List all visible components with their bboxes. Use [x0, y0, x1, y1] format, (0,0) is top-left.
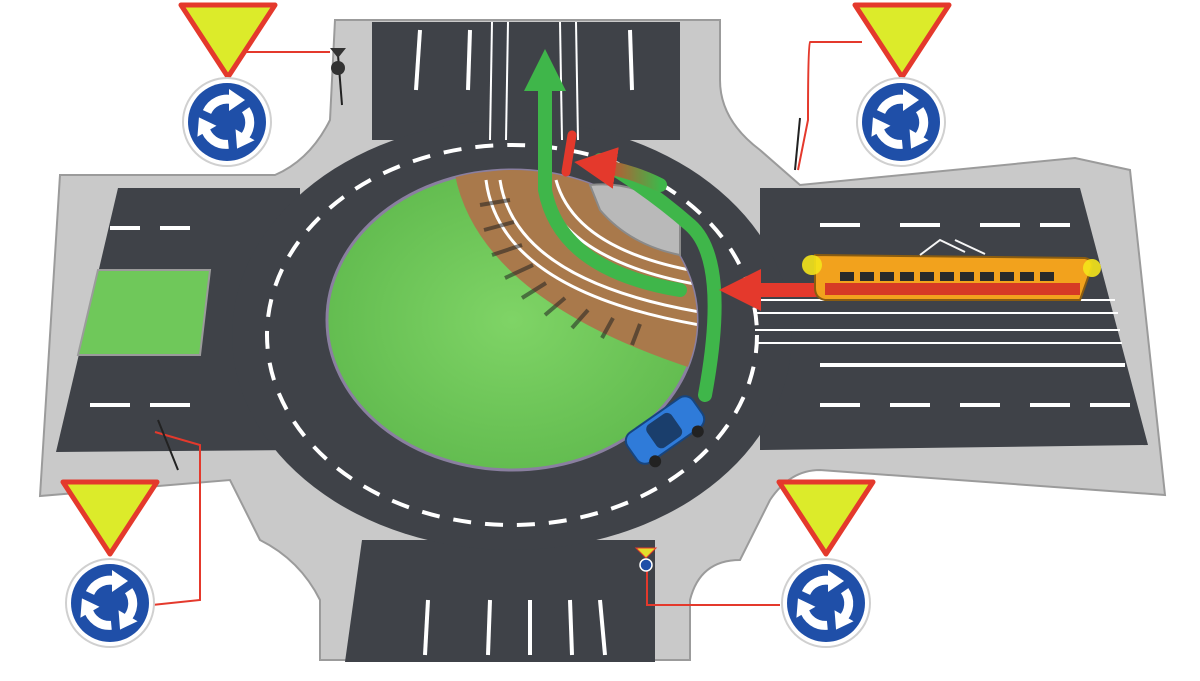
yield-triangle-icon: [776, 479, 876, 557]
roundabout-circle-icon: [781, 558, 871, 648]
roundabout-circle-icon: [182, 77, 272, 167]
yield-triangle-icon: [178, 2, 278, 80]
car-path: [593, 153, 722, 402]
lane-markings: [90, 21, 1130, 656]
pole-signs: [157, 48, 801, 572]
sign-bottom-right: [776, 479, 876, 648]
sign-bottom-left: [60, 479, 160, 648]
west-median-grass: [76, 269, 212, 356]
tram-pantograph-icon: [919, 238, 986, 256]
stop-bar: [561, 130, 577, 177]
sign-top-left: [178, 2, 278, 167]
sign-top-right: [852, 2, 952, 167]
car: [624, 395, 706, 468]
tram-path: [524, 49, 687, 297]
movement-paths: [524, 49, 822, 402]
yield-triangle-icon: [852, 2, 952, 80]
car-yield-arrow: [574, 147, 667, 192]
road-east: [760, 188, 1148, 450]
leader-lines: [151, 41, 862, 606]
tram: [802, 238, 1101, 301]
yield-triangle-icon: [60, 479, 160, 557]
roundabout-circle-icon: [856, 77, 946, 167]
roundabout-circle-icon: [65, 558, 155, 648]
road-south: [345, 540, 655, 662]
